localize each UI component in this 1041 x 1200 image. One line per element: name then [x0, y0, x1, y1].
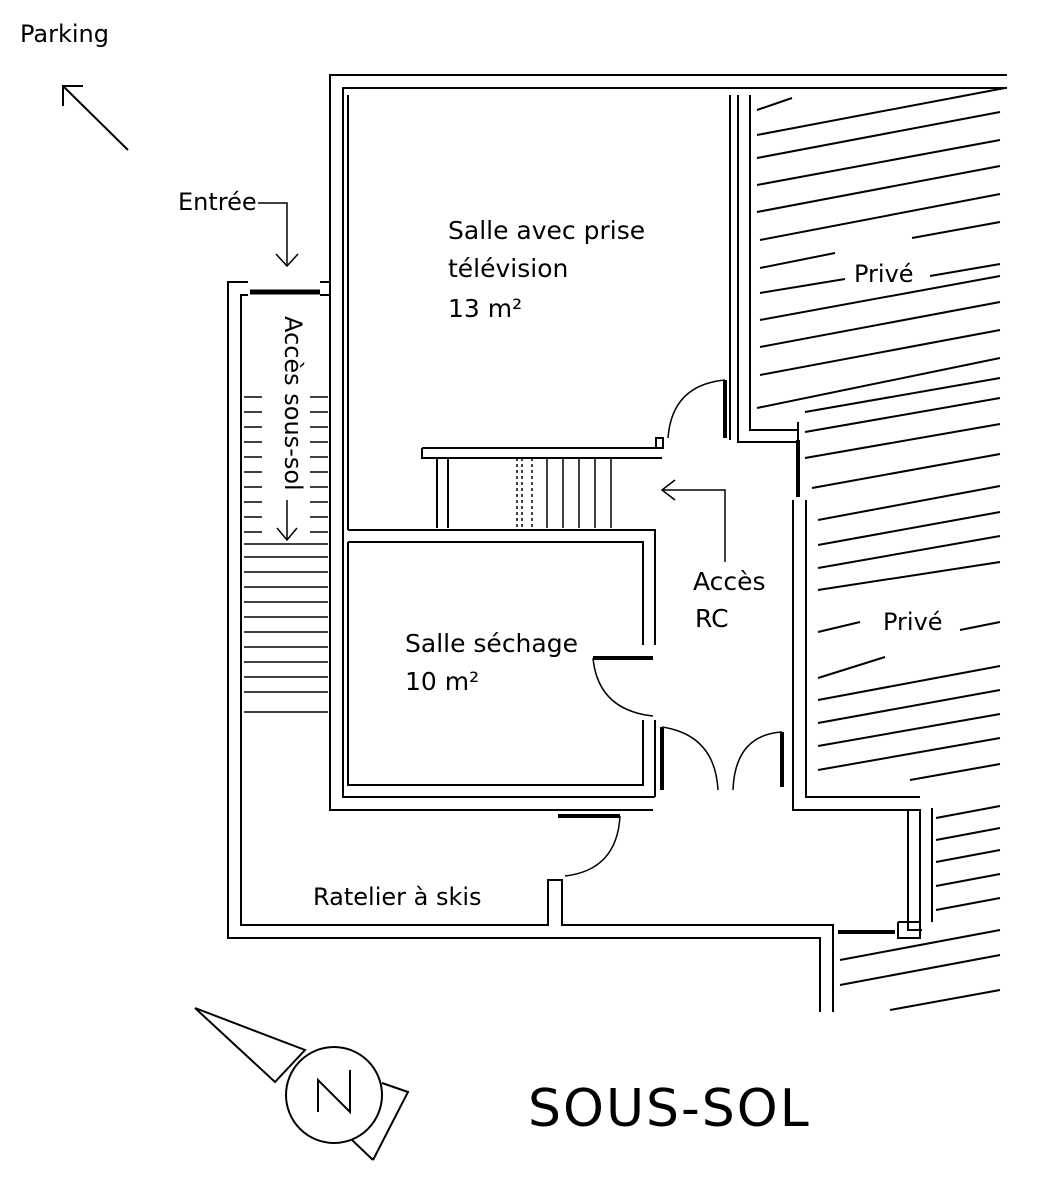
prive-hatch-top: [756, 87, 1006, 489]
sous-sol-arrow: [276, 500, 298, 542]
prive-label-middle: Privé: [883, 608, 943, 636]
acces-sous-sol-label: Accès sous-sol: [279, 316, 307, 491]
parking-arrow: [62, 85, 129, 151]
acces-rc-label-line1: Accès: [693, 567, 766, 596]
parking-label: Parking: [20, 20, 109, 48]
salle-sechage-area: 10 m²: [405, 667, 480, 696]
ratelier-label: Ratelier à skis: [313, 883, 482, 911]
prive-hatch-middle: [817, 485, 1001, 781]
salle-tv-label-line2: télévision: [448, 254, 569, 283]
salle-sechage-label: Salle séchage: [405, 629, 578, 658]
salle-tv-area: 13 m²: [448, 294, 523, 323]
acces-rc-arrow: [660, 479, 726, 562]
stair-sous-sol: [244, 396, 328, 713]
stair-rc: [516, 458, 612, 528]
compass-icon: [194, 1007, 410, 1161]
prive-label-top: Privé: [854, 260, 914, 288]
acces-rc-label-line2: RC: [695, 604, 729, 633]
plan-title: SOUS-SOL: [528, 1079, 811, 1139]
entree-label: Entrée: [178, 188, 257, 216]
entree-arrow: [258, 202, 299, 268]
outer-walls: [227, 74, 1007, 1012]
interior-walls: [347, 95, 731, 797]
salle-tv-label-line1: Salle avec prise: [448, 216, 646, 245]
doors: [250, 289, 895, 934]
prive-hatch-bottom: [839, 805, 1001, 1011]
door-swings: [564, 379, 783, 877]
